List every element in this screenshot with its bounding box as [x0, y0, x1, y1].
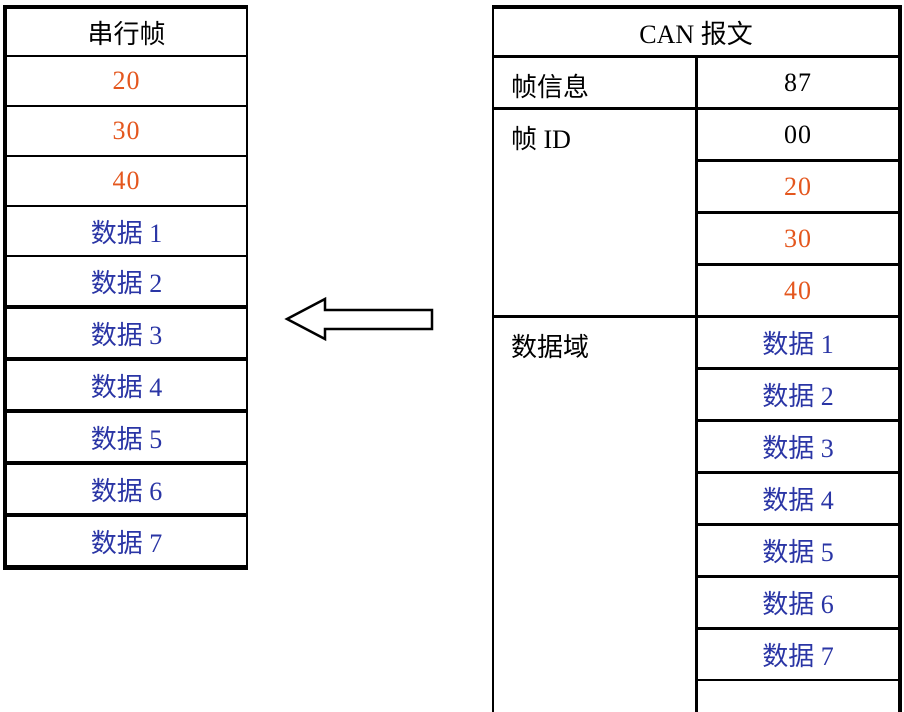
- serial-row: 数据 6: [5, 463, 247, 517]
- can-header-row: CAN 报文: [493, 7, 900, 58]
- can-row: 数据 2: [493, 368, 900, 422]
- serial-cell: 数据 5: [5, 411, 247, 465]
- serial-cell: 20: [5, 56, 247, 107]
- can-section-label: 数据域: [493, 316, 698, 712]
- can-value-cell: 数据 5: [696, 524, 900, 578]
- serial-cell: 数据 1: [5, 206, 247, 257]
- serial-cell: 数据 6: [5, 463, 247, 517]
- can-value-cell: 数据 4: [696, 472, 900, 526]
- can-row: 数据域数据 1: [493, 316, 900, 712]
- can-value-cell: 数据 2: [696, 368, 900, 422]
- serial-row: 数据 2: [5, 256, 247, 309]
- can-row: 数据 5: [493, 524, 900, 578]
- can-value-cell: 00: [696, 108, 900, 162]
- can-row: 20: [493, 160, 900, 214]
- can-row: 30: [493, 212, 900, 266]
- serial-row: 40: [5, 156, 247, 207]
- can-value-cell: 30: [696, 212, 900, 266]
- can-value-cell: 40: [696, 264, 900, 318]
- serial-frame-title: 串行帧: [5, 7, 247, 57]
- can-section-label: 帧信息: [493, 56, 698, 110]
- can-value-cell: 数据 1: [696, 316, 900, 370]
- serial-cell: 数据 7: [5, 515, 247, 570]
- can-section-label: 帧 ID: [493, 108, 698, 318]
- can-row: 数据 3: [493, 420, 900, 474]
- can-row: 数据 4: [493, 472, 900, 526]
- can-value-cell: 数据 7: [696, 628, 900, 681]
- left-arrow-shape: [284, 296, 434, 342]
- can-empty-cell: [696, 680, 900, 712]
- serial-cell: 数据 3: [5, 307, 247, 361]
- can-row: [493, 680, 900, 712]
- serial-cell: 40: [5, 156, 247, 207]
- can-value-cell: 数据 3: [696, 420, 900, 474]
- serial-row: 数据 3: [5, 307, 247, 361]
- can-row: 40: [493, 264, 900, 318]
- serial-row: 数据 4: [5, 359, 247, 413]
- can-value-cell: 数据 6: [696, 576, 900, 630]
- serial-row: 数据 7: [5, 515, 247, 570]
- serial-header-row: 串行帧: [5, 7, 247, 57]
- left-arrow-icon: [280, 293, 440, 345]
- serial-cell: 数据 2: [5, 256, 247, 309]
- can-value-cell: 20: [696, 160, 900, 214]
- serial-cell: 30: [5, 106, 247, 157]
- serial-row: 30: [5, 106, 247, 157]
- can-row: 数据 6: [493, 576, 900, 630]
- serial-row: 数据 1: [5, 206, 247, 257]
- can-message-title: CAN 报文: [493, 7, 900, 58]
- serial-cell: 数据 4: [5, 359, 247, 413]
- can-value-cell: 87: [696, 56, 900, 110]
- serial-row: 20: [5, 56, 247, 107]
- can-row: 数据 7: [493, 628, 900, 681]
- serial-row: 数据 5: [5, 411, 247, 465]
